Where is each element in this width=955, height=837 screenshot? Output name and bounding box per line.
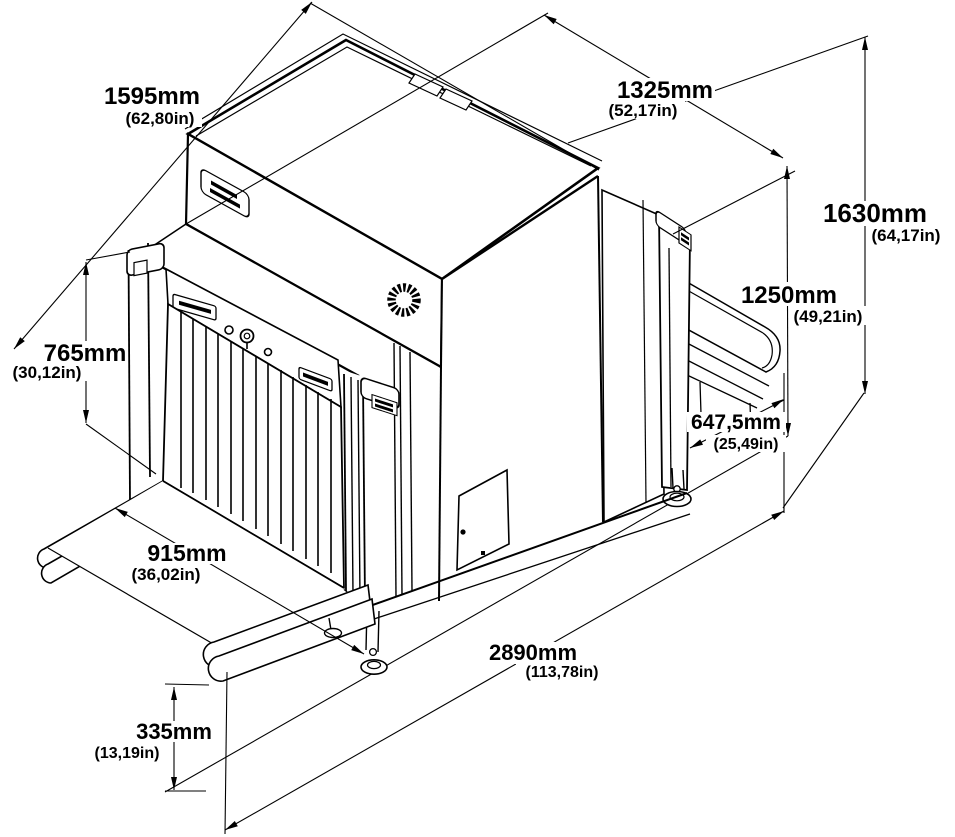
svg-text:335mm: 335mm (136, 719, 212, 744)
svg-text:1595mm: 1595mm (104, 83, 200, 110)
svg-text:(13,19in): (13,19in) (95, 745, 160, 762)
svg-text:1250mm: 1250mm (741, 282, 837, 309)
svg-text:(36,02in): (36,02in) (132, 565, 201, 584)
svg-text:(25,49in): (25,49in) (714, 436, 779, 453)
svg-text:(64,17in): (64,17in) (872, 226, 941, 245)
svg-text:2890mm: 2890mm (489, 640, 577, 665)
svg-text:(49,21in): (49,21in) (794, 307, 863, 326)
svg-text:1630mm: 1630mm (823, 198, 927, 228)
svg-text:(30,12in): (30,12in) (13, 363, 82, 382)
svg-text:647,5mm: 647,5mm (691, 411, 781, 434)
svg-text:765mm: 765mm (44, 340, 127, 367)
svg-text:1325mm: 1325mm (617, 77, 713, 104)
svg-text:(113,78in): (113,78in) (526, 664, 599, 681)
svg-text:(62,80in): (62,80in) (126, 109, 195, 128)
svg-text:915mm: 915mm (147, 540, 226, 566)
svg-text:(52,17in): (52,17in) (609, 101, 678, 120)
